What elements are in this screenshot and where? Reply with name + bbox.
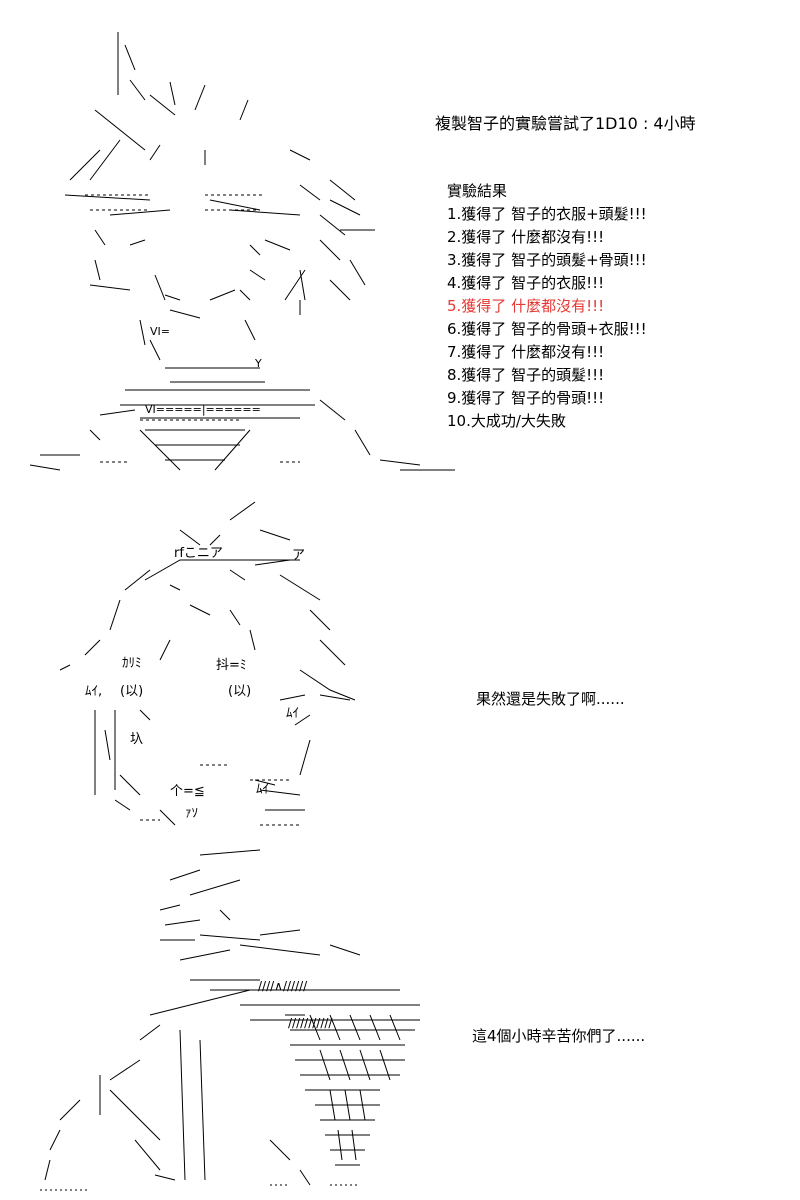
result-item: 4.獲得了 智子的衣服!!! [447, 274, 605, 292]
panel-failure-reaction: rfこニア ア ｶﾘﾐ 抖=ﾐ ﾑｲ, (以) (以) ﾑｲ 圦 个=≦ ﾑｲ … [0, 490, 800, 840]
art-label: 个=≦ [170, 784, 205, 799]
result-item: 9.獲得了 智子的骨頭!!! [447, 389, 605, 407]
art-label: (以) [120, 684, 144, 699]
art-label: 抖=ﾐ [216, 658, 247, 673]
results-title: 實驗結果 [447, 182, 508, 200]
result-item-highlighted: 5.獲得了 什麼都沒有!!! [447, 297, 605, 315]
art-label: (以) [228, 684, 252, 699]
results-block: 實驗結果 1.獲得了 智子的衣服+頭髮!!! 2.獲得了 什麼都沒有!!! 3.… [447, 180, 647, 433]
result-item: 10.大成功/大失敗 [447, 412, 566, 430]
panel-thanks: ////∧////// /////////// 這4個小時辛苦你們了...... [0, 840, 800, 1200]
experiment-heading: 複製智子的實驗嘗試了1D10 : 4小時 [435, 114, 696, 133]
result-item: 3.獲得了 智子的頭髮+骨頭!!! [447, 251, 647, 269]
art-label: rfこニア [174, 546, 223, 561]
result-item: 7.獲得了 什麼都沒有!!! [447, 343, 605, 361]
result-item: 8.獲得了 智子的頭髮!!! [447, 366, 605, 384]
art-label: /////////// [288, 1016, 333, 1030]
art-label: ア [292, 548, 306, 563]
art-label: ﾑｲ [286, 706, 299, 721]
ascii-art-spiky-hair-character [29, 32, 455, 471]
result-item: 2.獲得了 什麼都沒有!!! [447, 228, 605, 246]
art-label: ﾑｲ [256, 782, 269, 797]
caption-thanks: 這4個小時辛苦你們了...... [472, 1027, 646, 1045]
art-label: ////∧////// [258, 979, 308, 993]
art-label: 圦 [130, 732, 144, 747]
art-label: ﾑｲ, [85, 684, 103, 699]
result-item: 6.獲得了 智子的骨頭+衣服!!! [447, 320, 647, 338]
results-list: 1.獲得了 智子的衣服+頭髮!!! 2.獲得了 什麼都沒有!!! 3.獲得了 智… [447, 203, 647, 433]
ascii-art-shadowed-character [40, 849, 420, 1191]
panel-experiment-results: VI= VI=====|====== Y 複製智子的實驗嘗試了1D10 : 4小… [0, 0, 800, 490]
art-label: Y [255, 357, 262, 370]
caption-failure: 果然還是失敗了啊...... [476, 690, 625, 708]
ascii-art-smiling-character [59, 501, 356, 826]
art-label: ｶﾘﾐ [122, 656, 142, 671]
art-label: ｧｿ [185, 806, 198, 821]
art-label: VI= [150, 325, 170, 338]
art-label: VI=====|====== [145, 403, 261, 416]
result-item: 1.獲得了 智子的衣服+頭髮!!! [447, 205, 647, 223]
